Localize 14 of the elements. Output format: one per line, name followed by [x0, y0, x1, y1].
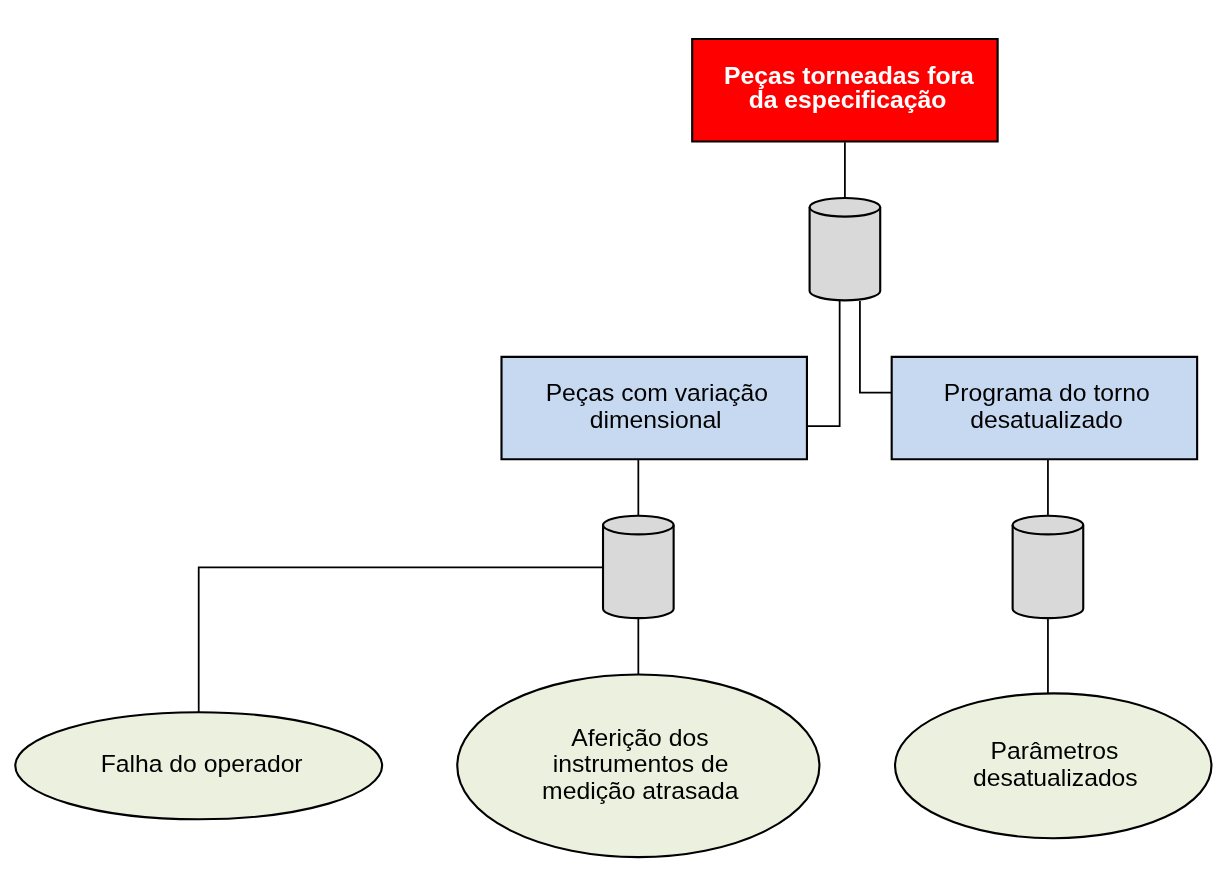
node-box: Programa do torno desatualizado [890, 355, 1199, 460]
connector [637, 616, 640, 676]
connector [637, 458, 640, 516]
connector [806, 299, 841, 427]
connector [1047, 458, 1049, 516]
node-box: Peças com variação dimensional [500, 355, 808, 460]
node-ellipse: Falha do operador [14, 710, 384, 820]
node-ellipse: Parâmetros desatualizados [893, 691, 1213, 839]
node-box: Peças torneadas fora da especificação [691, 37, 999, 142]
connector [1047, 616, 1049, 694]
connector [197, 566, 604, 713]
node-ellipse: Aferição dos instrumentos de medição atrasada [456, 672, 821, 858]
connector [859, 299, 893, 393]
connector [844, 140, 846, 198]
